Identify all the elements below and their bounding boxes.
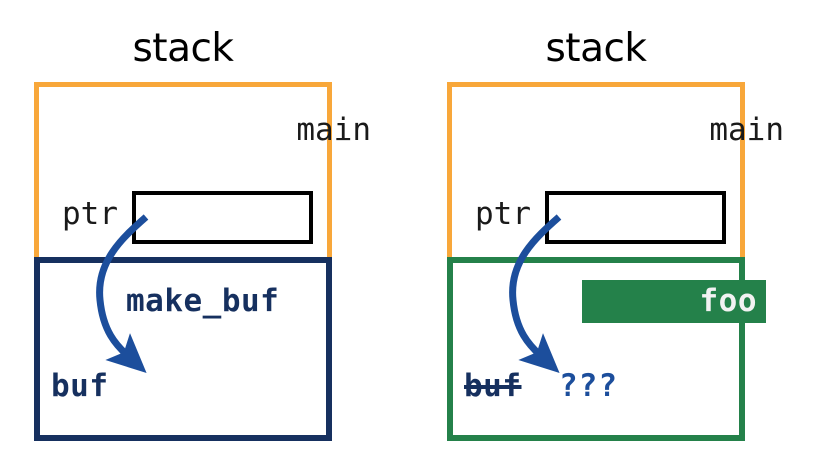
foo-frame-label: foo	[699, 283, 757, 319]
foo-highlight-block: foo	[582, 280, 766, 323]
stack-title: stack	[545, 26, 647, 71]
panel-before: stack main ptr make_buf buf	[34, 26, 371, 441]
main-frame-label: main	[709, 112, 784, 148]
ptr-variable-label: ptr	[62, 196, 118, 232]
ptr-value-slot[interactable]	[132, 191, 313, 244]
panel-after: stack main ptr foo buf ???	[413, 0, 826, 472]
callee-stack-frame	[34, 257, 332, 441]
callee-frame-label: make_buf	[126, 283, 280, 319]
stack-title: stack	[132, 26, 234, 71]
buf-variable-label: buf	[464, 368, 522, 404]
main-frame-label: main	[296, 112, 371, 148]
buf-variable-label: buf	[51, 368, 109, 404]
ptr-variable-label: ptr	[475, 196, 531, 232]
unknown-value-label: ???	[559, 368, 618, 404]
ptr-value-slot[interactable]	[545, 191, 726, 244]
